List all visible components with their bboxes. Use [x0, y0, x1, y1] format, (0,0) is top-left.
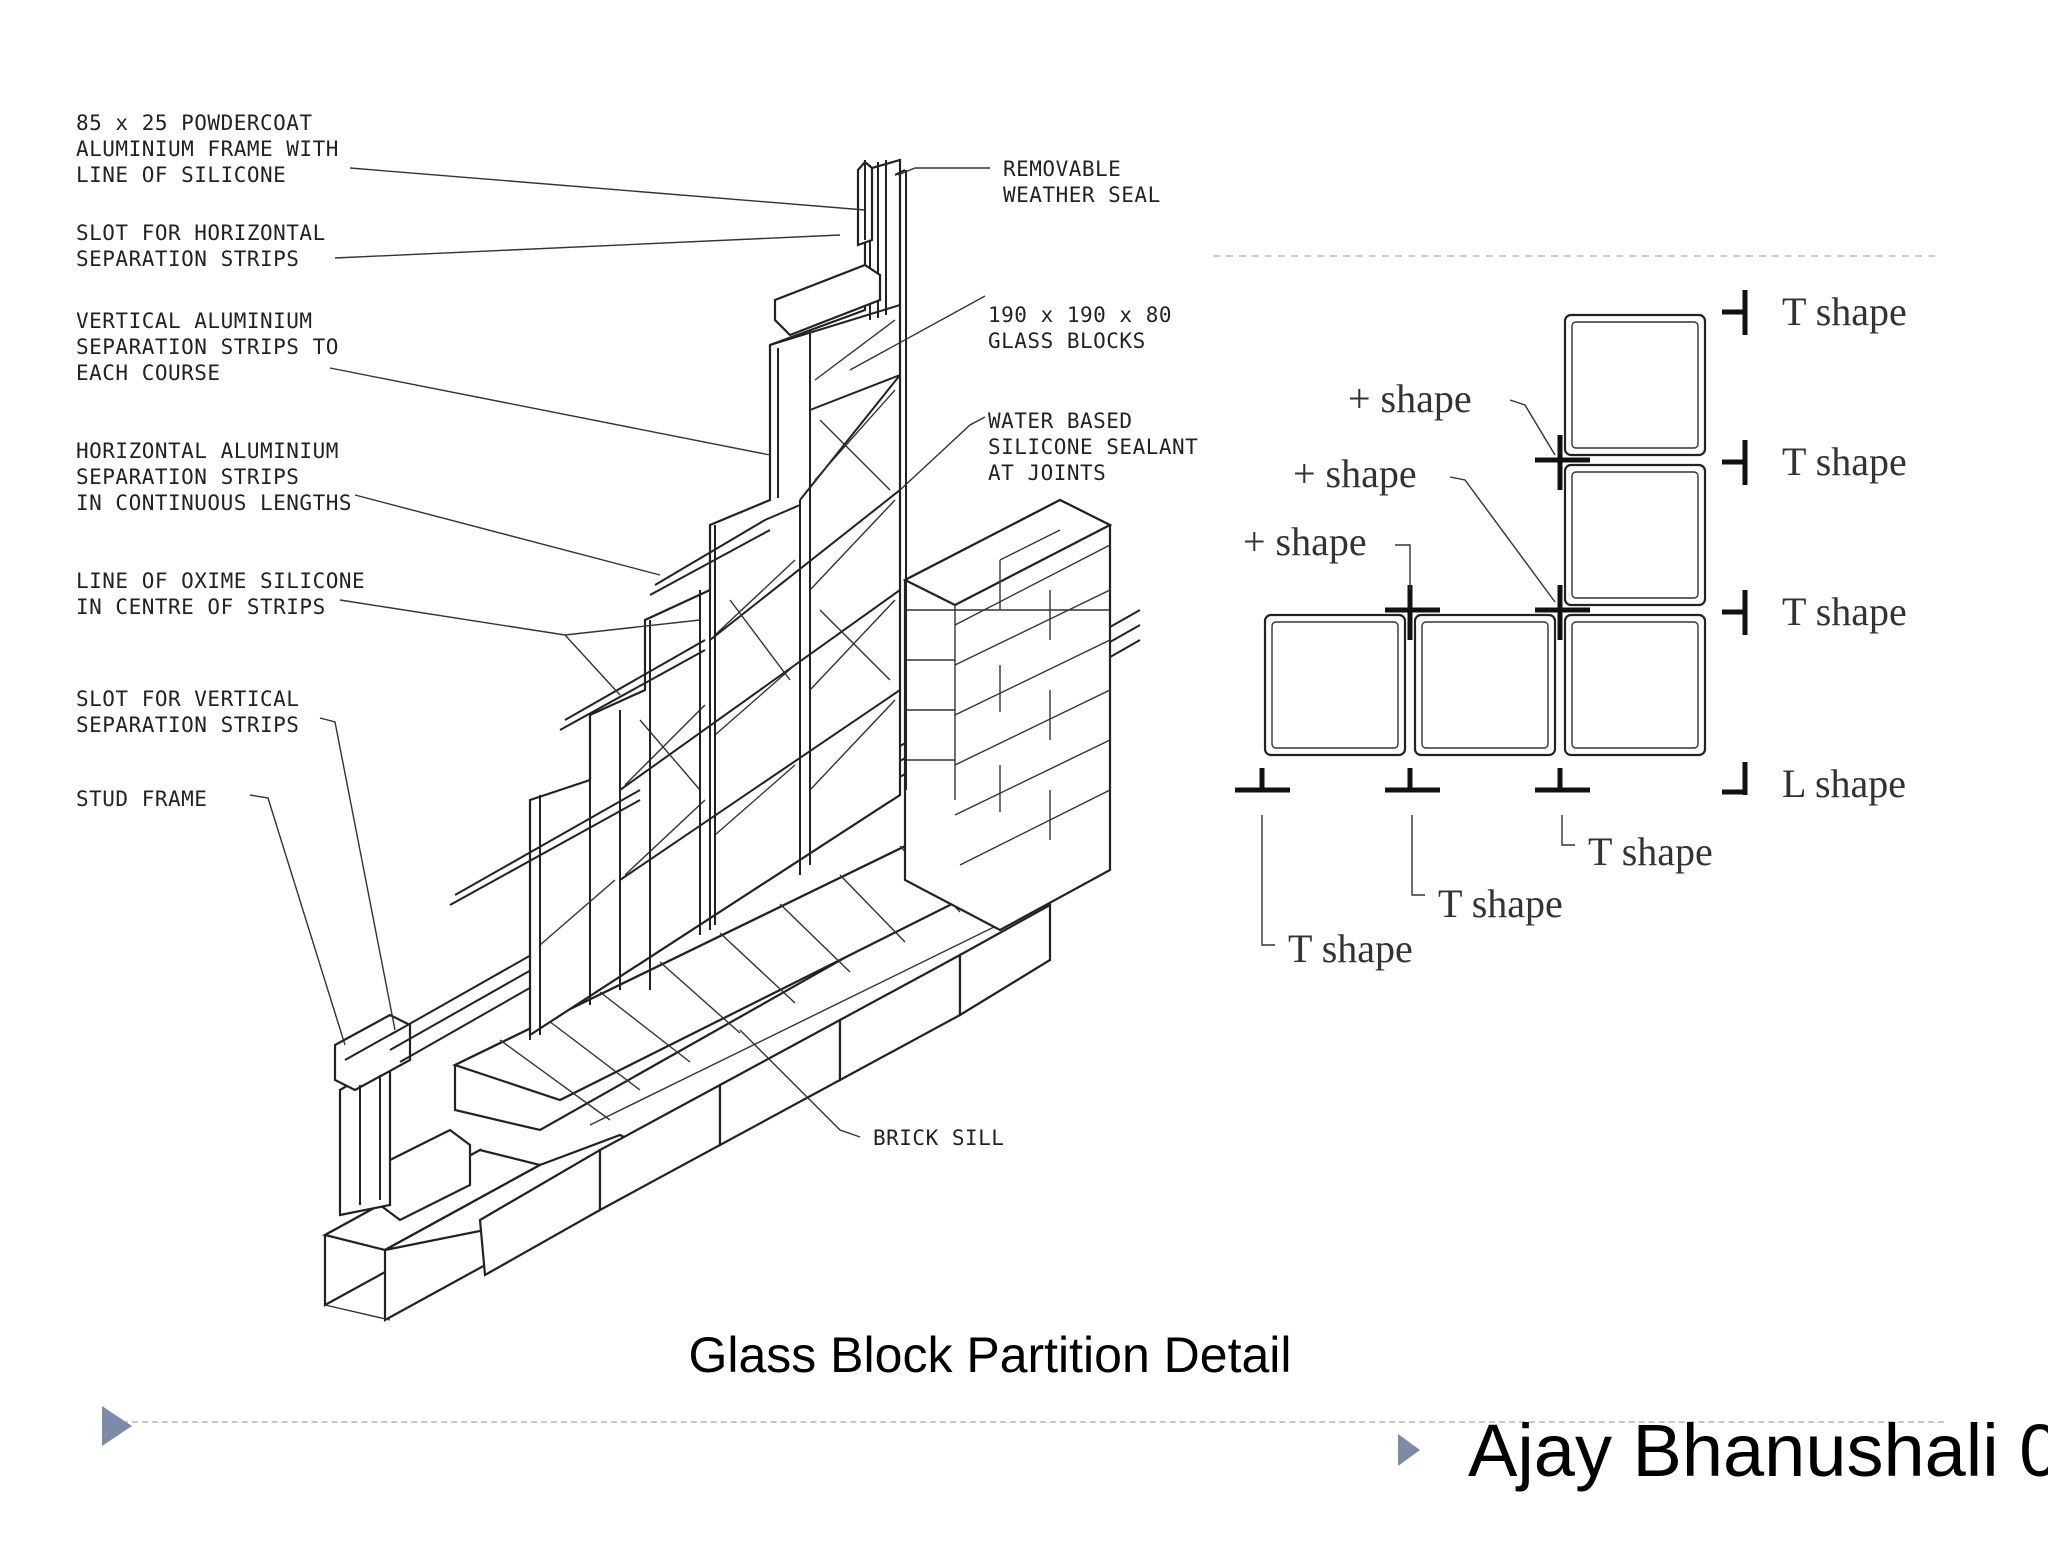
- callout-line: ALUMINIUM FRAME WITH: [76, 137, 339, 161]
- callout-line: IN CENTRE OF STRIPS: [76, 595, 326, 619]
- t-joints-right: [1722, 290, 1748, 795]
- callout-line: SLOT FOR HORIZONTAL: [76, 221, 326, 245]
- callout-line: 190 x 190 x 80: [988, 303, 1172, 327]
- footer-bullet-icon: [1398, 1434, 1420, 1466]
- bullet-arrow-icon: [102, 1406, 132, 1446]
- callout-brick-sill: BRICK SILL: [873, 1126, 1004, 1150]
- label-plus-shape-2: + shape: [1293, 451, 1417, 496]
- label-plus-shape-3: + shape: [1243, 519, 1367, 564]
- callout-line: SILICONE SEALANT: [988, 435, 1198, 459]
- callout-line: EACH COURSE: [76, 361, 221, 385]
- callout-line: HORIZONTAL ALUMINIUM: [76, 439, 339, 463]
- label-l-shape: L shape: [1782, 761, 1906, 806]
- callout-stud-frame: STUD FRAME: [76, 787, 207, 811]
- callout-line: AT JOINTS: [988, 461, 1106, 485]
- block-2: [1413, 613, 1557, 757]
- callout-line: VERTICAL ALUMINIUM: [76, 309, 313, 333]
- label-t-shape-2: T shape: [1782, 439, 1907, 484]
- footer-author: Ajay Bhanushali 0: [1468, 1409, 2048, 1492]
- callout-line: SEPARATION STRIPS: [76, 713, 299, 737]
- label-t-shape-4: T shape: [1588, 829, 1713, 874]
- callout-line: REMOVABLE: [1003, 157, 1121, 181]
- callout-line: WATER BASED: [988, 409, 1133, 433]
- footer-separator: [102, 1421, 1944, 1423]
- callout-line: LINE OF OXIME SILICONE: [76, 569, 365, 593]
- joint-shapes-diagram: T shape T shape T shape L shape + shape …: [1235, 289, 1907, 971]
- figure-caption: Glass Block Partition Detail: [688, 1327, 1292, 1383]
- label-plus-shape-1: + shape: [1348, 376, 1472, 421]
- glass-block-panel: [449, 158, 907, 1040]
- callout-line: IN CONTINUOUS LENGTHS: [76, 491, 352, 515]
- callout-line: GLASS BLOCKS: [988, 329, 1146, 353]
- callout-line: SEPARATION STRIPS: [76, 247, 299, 271]
- label-t-shape-1: T shape: [1782, 289, 1907, 334]
- t-joints-bottom: [1235, 768, 1590, 793]
- callout-line: SEPARATION STRIPS: [76, 465, 299, 489]
- label-t-shape-3: T shape: [1782, 589, 1907, 634]
- callout-line: STUD FRAME: [76, 787, 207, 811]
- callout-leaders: [249, 167, 990, 1138]
- shape-leaders: [1261, 399, 1575, 946]
- callout-line: SEPARATION STRIPS TO: [76, 335, 339, 359]
- brick-pier: [902, 498, 1113, 932]
- callout-line: 85 x 25 POWDERCOAT: [76, 111, 313, 135]
- label-t-shape-6: T shape: [1288, 926, 1413, 971]
- shape-labels: T shape T shape T shape L shape + shape …: [1243, 289, 1907, 971]
- callout-line: BRICK SILL: [873, 1126, 1004, 1150]
- callout-line: SLOT FOR VERTICAL: [76, 687, 299, 711]
- block-3: [1563, 613, 1707, 757]
- weather-seal: [856, 160, 906, 247]
- callout-line: WEATHER SEAL: [1003, 183, 1161, 207]
- block-4: [1563, 463, 1707, 607]
- plus-joints: [1385, 435, 1590, 640]
- block-1: [1263, 613, 1407, 757]
- callout-line: LINE OF SILICONE: [76, 163, 286, 187]
- block-5: [1563, 313, 1707, 457]
- label-t-shape-5: T shape: [1438, 881, 1563, 926]
